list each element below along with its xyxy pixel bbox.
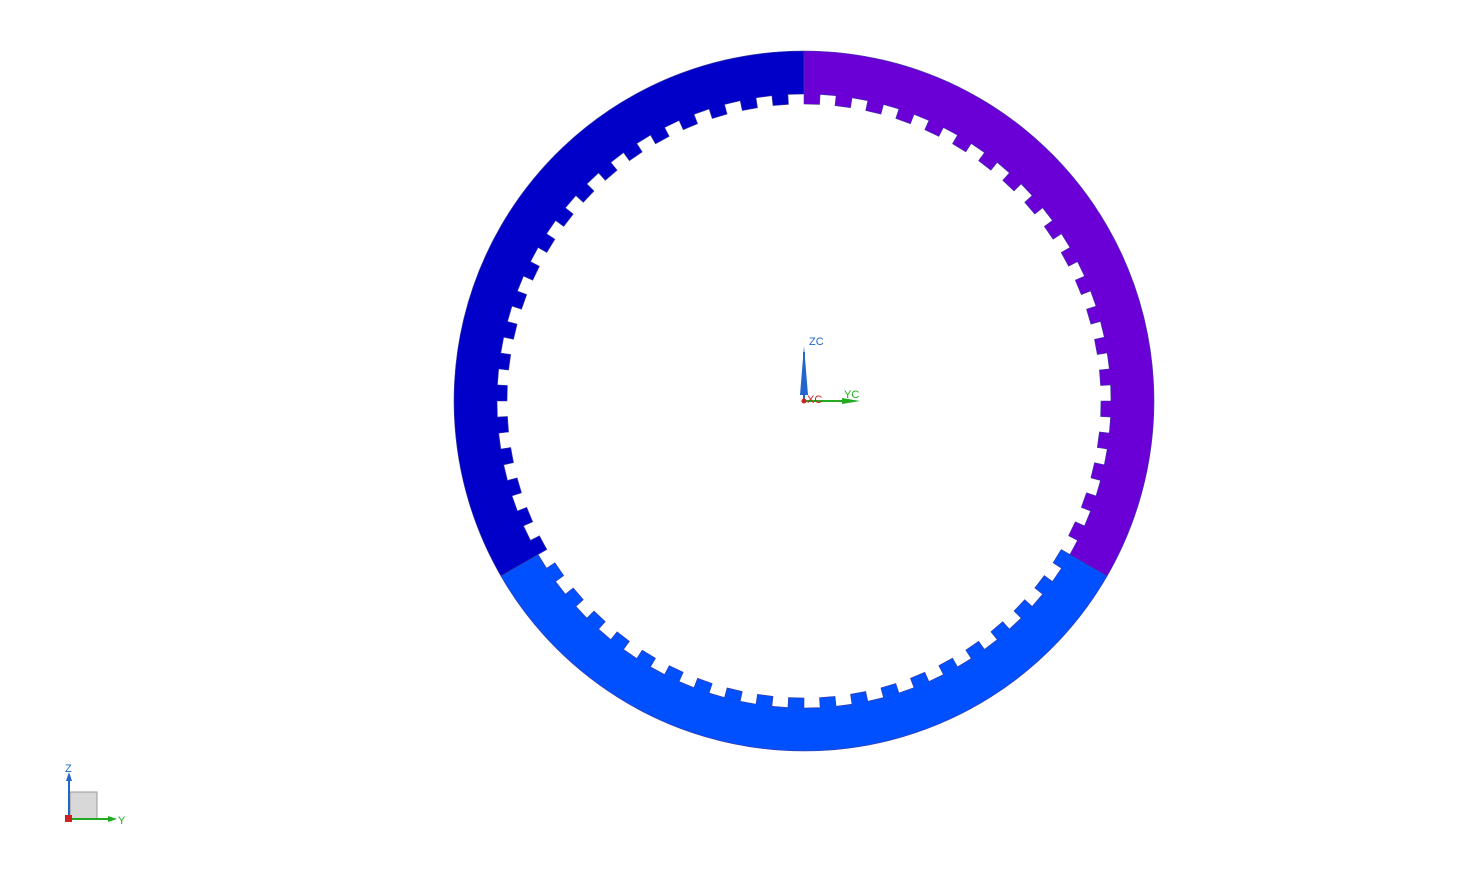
ring-segment-right[interactable] — [803, 50, 1155, 577]
wcs-x-label: XC — [807, 394, 822, 406]
ring-segment-left[interactable] — [453, 50, 805, 577]
wcs-y-label: YC — [844, 389, 859, 401]
wcs-z-arrow-icon — [800, 346, 808, 395]
work-coordinate-system[interactable]: ZC XC YC — [800, 336, 860, 406]
triad-z-label: Z — [65, 763, 72, 775]
wcs-z-label: ZC — [809, 336, 824, 348]
triad-z-arrow-icon — [66, 772, 72, 781]
triad-y-label: Y — [118, 815, 126, 827]
triad-origin-icon — [65, 815, 72, 822]
view-triad[interactable]: Z Y — [65, 763, 126, 827]
wcs-origin-icon[interactable] — [801, 398, 807, 404]
wcs-y-arrow-icon — [842, 398, 860, 404]
view-cube-icon[interactable] — [69, 791, 98, 820]
triad-y-arrow-icon — [108, 816, 117, 822]
ring-segment-bottom[interactable] — [500, 549, 1108, 752]
splined-ring-model[interactable] — [453, 50, 1155, 752]
